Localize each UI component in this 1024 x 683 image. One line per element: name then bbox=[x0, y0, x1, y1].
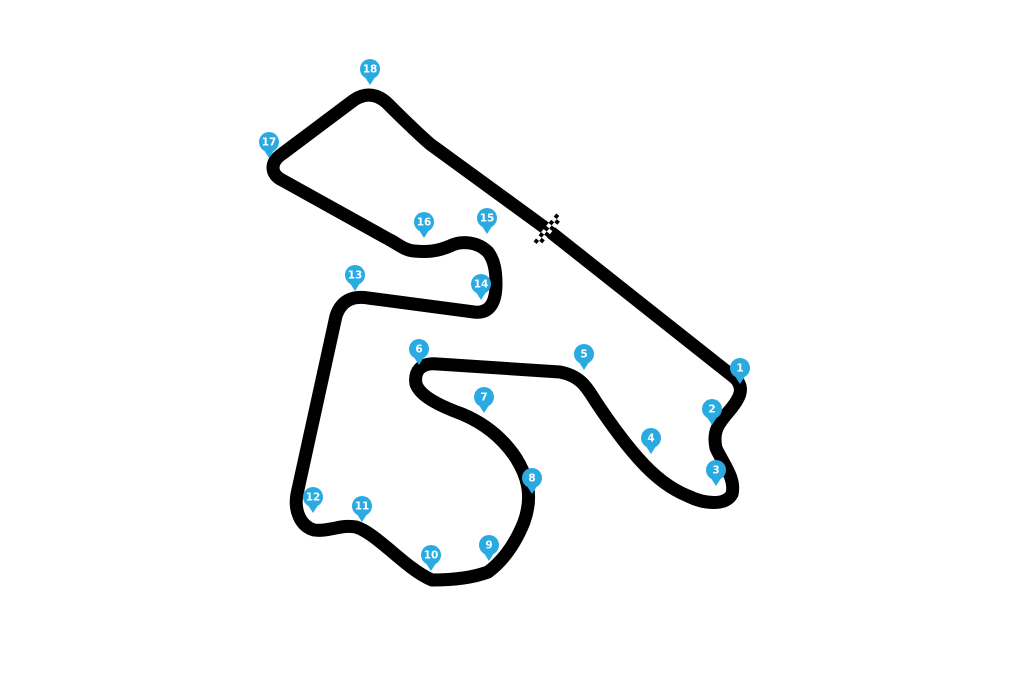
turn-marker-6: 6 bbox=[409, 339, 429, 365]
pin-circle bbox=[706, 460, 726, 480]
turn-number-label: 13 bbox=[348, 270, 363, 282]
pin-circle bbox=[522, 468, 542, 488]
turn-marker-15: 15 bbox=[477, 208, 497, 234]
checkered-flag-icon bbox=[533, 213, 563, 247]
turn-marker-8: 8 bbox=[522, 468, 542, 494]
checkered-square bbox=[554, 219, 560, 225]
pin-circle bbox=[641, 428, 661, 448]
turn-number-label: 12 bbox=[306, 492, 321, 504]
checkered-square bbox=[536, 240, 543, 247]
turn-number-label: 15 bbox=[480, 213, 495, 225]
turn-number-label: 9 bbox=[485, 540, 492, 552]
turn-marker-14: 14 bbox=[471, 274, 491, 300]
turn-number-label: 11 bbox=[355, 501, 370, 513]
checkered-square bbox=[533, 238, 540, 244]
turn-marker-18: 18 bbox=[360, 59, 380, 85]
turn-marker-11: 11 bbox=[352, 496, 372, 522]
turn-number-label: 7 bbox=[480, 392, 487, 404]
turn-number-label: 2 bbox=[708, 404, 715, 416]
turn-number-label: 18 bbox=[363, 64, 378, 76]
turn-marker-9: 9 bbox=[479, 535, 499, 561]
turn-marker-12: 12 bbox=[303, 487, 323, 513]
pin-circle bbox=[730, 358, 750, 378]
turn-number-label: 14 bbox=[474, 279, 489, 291]
turn-marker-2: 2 bbox=[702, 399, 722, 425]
pin-circle bbox=[479, 535, 499, 555]
turn-marker-3: 3 bbox=[706, 460, 726, 486]
turn-marker-17: 17 bbox=[259, 132, 279, 158]
pin-circle bbox=[360, 59, 380, 79]
pin-circle bbox=[303, 487, 323, 507]
turn-number-label: 10 bbox=[424, 550, 439, 562]
checkered-square bbox=[551, 216, 557, 223]
turn-marker-1: 1 bbox=[730, 358, 750, 384]
checkered-square bbox=[539, 237, 545, 244]
turn-marker-4: 4 bbox=[641, 428, 661, 454]
pin-circle bbox=[345, 265, 365, 285]
pin-circle bbox=[352, 496, 372, 516]
turn-number-label: 3 bbox=[712, 465, 719, 477]
checkered-square bbox=[546, 228, 553, 235]
checkered-square bbox=[556, 216, 563, 222]
turn-marker-7: 7 bbox=[474, 387, 494, 413]
checkered-square bbox=[543, 225, 550, 232]
turn-number-label: 16 bbox=[417, 217, 432, 229]
pin-circle bbox=[414, 212, 434, 232]
checkered-square bbox=[541, 234, 548, 241]
pin-circle bbox=[409, 339, 429, 359]
turn-marker-10: 10 bbox=[421, 545, 441, 571]
pin-circle bbox=[574, 344, 594, 364]
turn-number-label: 8 bbox=[528, 473, 535, 485]
turn-marker-16: 16 bbox=[414, 212, 434, 238]
checkered-square bbox=[549, 225, 555, 231]
turn-number-label: 4 bbox=[647, 433, 654, 445]
pin-circle bbox=[259, 132, 279, 152]
checkered-square bbox=[538, 232, 545, 238]
checkered-square bbox=[536, 235, 542, 241]
pin-circle bbox=[702, 399, 722, 419]
pin-circle bbox=[477, 208, 497, 228]
pin-circle bbox=[474, 387, 494, 407]
checkered-square bbox=[546, 222, 552, 229]
checkered-square bbox=[553, 213, 560, 220]
checkered-square bbox=[551, 222, 558, 228]
turn-number-label: 17 bbox=[262, 137, 277, 149]
turn-number-label: 6 bbox=[415, 344, 422, 356]
track-outline bbox=[266, 88, 747, 587]
turn-marker-13: 13 bbox=[345, 265, 365, 291]
checkered-square bbox=[548, 219, 555, 226]
pin-circle bbox=[471, 274, 491, 294]
checkered-square bbox=[541, 229, 547, 235]
pin-circle bbox=[421, 545, 441, 565]
turn-marker-5: 5 bbox=[574, 344, 594, 370]
turn-number-label: 5 bbox=[580, 349, 587, 361]
turn-number-label: 1 bbox=[736, 363, 743, 375]
checkered-square bbox=[544, 231, 550, 238]
